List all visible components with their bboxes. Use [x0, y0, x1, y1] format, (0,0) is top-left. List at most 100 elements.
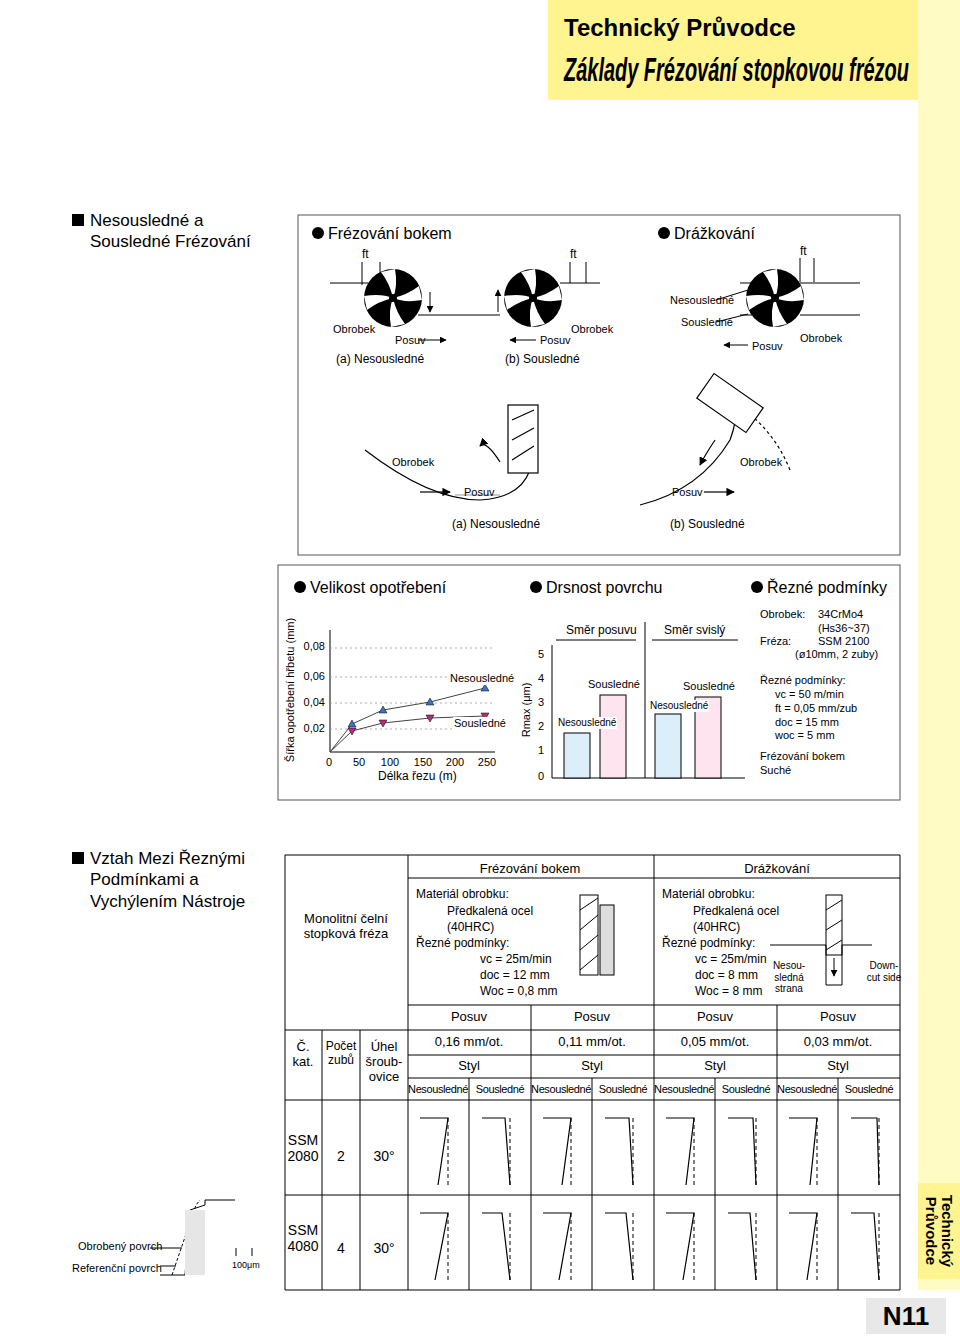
- label-text: Počet zubů: [323, 1040, 359, 1068]
- label-text: Frézování bokem: [328, 224, 452, 244]
- legend-text: Referenční povrch: [72, 1262, 162, 1275]
- label-text: 0: [538, 770, 544, 783]
- label-text: Posuv: [540, 334, 571, 347]
- label-text: Fréza:: [760, 635, 791, 648]
- label-text: Šířka opotřebení hřbetu (mm): [284, 618, 297, 762]
- label-text: Sousledné: [453, 717, 507, 730]
- label-text: Posuv: [697, 1010, 733, 1025]
- label-text: 30°: [373, 1240, 394, 1256]
- label-text: Nesousledné: [777, 1083, 837, 1096]
- label-text: SSM 2100: [818, 635, 869, 648]
- label-text: Nesousledné: [449, 672, 515, 685]
- label-text: 2: [538, 720, 544, 733]
- label-text: (a) Nesousledné: [336, 353, 424, 367]
- label-text: ft = 0,05 mm/zub: [775, 702, 857, 715]
- label-text: (ø10mm, 2 zuby): [795, 648, 878, 661]
- label-text: Posuv: [451, 1010, 487, 1025]
- label-text: 0,11 mm/ot.: [558, 1035, 626, 1050]
- label-text: Délka řezu (m): [378, 770, 457, 784]
- label-text: Posuv: [752, 340, 783, 353]
- label-text: Styl: [458, 1059, 480, 1074]
- label-text: SSM 4080: [284, 1222, 322, 1254]
- label-text: ft: [570, 248, 577, 262]
- label-text: Drážkování: [674, 224, 755, 244]
- label-text: (40HRC): [693, 921, 740, 935]
- label-text: Předkalená ocel: [693, 905, 779, 919]
- label-text: Posuv: [395, 334, 426, 347]
- label-text: (40HRC): [447, 921, 494, 935]
- label-text: Sousledné: [845, 1083, 893, 1096]
- label-text: Nesousledné: [531, 1083, 591, 1096]
- label-text: Nesousledné: [649, 700, 709, 712]
- label-text: vc = 50 m/min: [775, 688, 844, 701]
- label-text: Rmax (μm): [520, 683, 533, 738]
- label-text: woc = 5 mm: [775, 729, 835, 742]
- label-text: Woc = 0,8 mm: [480, 985, 557, 999]
- label-text: 200: [446, 756, 464, 769]
- label-text: ft: [800, 245, 807, 259]
- label-text: 5: [538, 648, 544, 661]
- label-text: vc = 25m/min: [695, 953, 767, 967]
- label-text: 1: [538, 744, 544, 757]
- label-text: Nesousledné: [557, 717, 617, 729]
- label-text: Obrobek:: [760, 608, 805, 621]
- label-text: Drsnost povrchu: [546, 578, 663, 598]
- label-text: Nesousledné: [670, 294, 734, 307]
- label-text: 0,06: [304, 670, 325, 683]
- label-text: Styl: [581, 1059, 603, 1074]
- label-text: 4: [538, 672, 544, 685]
- node-text: Technický Průvodce: [564, 14, 796, 42]
- label-text: Úhel šroub- ovice: [361, 1040, 407, 1085]
- node-text: Technický Průvodce: [923, 1185, 955, 1277]
- label-text: 0,05 mm/ot.: [681, 1035, 750, 1050]
- label-text: 0,04: [304, 696, 325, 709]
- label-text: 250: [478, 756, 496, 769]
- label-text: Posuv: [464, 486, 495, 499]
- label-text: Frézování bokem: [760, 750, 845, 763]
- label-text: 0,02: [304, 722, 325, 735]
- label-text: Drážkování: [744, 862, 810, 877]
- label-text: (b) Sousledné: [505, 353, 580, 367]
- label-text: Posuv: [574, 1010, 610, 1025]
- label-text: Obrobek: [740, 456, 782, 469]
- label-text: Monolitní čelní stopková fréza: [296, 912, 396, 942]
- label-text: Sousledné: [722, 1083, 770, 1096]
- label-text: Obrobek: [800, 332, 842, 345]
- label-text: doc = 8 mm: [695, 969, 758, 983]
- label-text: Sousledné: [476, 1083, 524, 1096]
- label-text: Sousledné: [683, 680, 735, 693]
- node-text: Základy Frézování stopkovou frézou: [564, 50, 909, 89]
- label-text: Down- cut side: [866, 960, 902, 983]
- legend-text: Obrobený povrch: [78, 1240, 162, 1253]
- label-text: (Hs36~37): [818, 622, 870, 635]
- label-text: Obrobek: [392, 456, 434, 469]
- label-text: Woc = 8 mm: [695, 985, 762, 999]
- header-band: Technický PrůvodceZáklady Frézování stop…: [548, 0, 918, 100]
- label-text: Posuv: [820, 1010, 856, 1025]
- label-text: 100μm: [232, 1260, 260, 1270]
- label-text: 30°: [373, 1148, 394, 1164]
- label-text: 2: [337, 1148, 345, 1164]
- label-text: 0,08: [304, 640, 325, 653]
- deflection-profiles: [420, 1118, 879, 1280]
- label-text: vc = 25m/min: [480, 953, 552, 967]
- label-text: Sousledné: [599, 1083, 647, 1096]
- label-text: 0: [326, 756, 332, 769]
- label-text: ft: [362, 248, 369, 262]
- page-number: N11: [866, 1298, 946, 1334]
- label-text: SSM 2080: [284, 1132, 322, 1164]
- label-text: Vztah Mezi Řeznými Podmínkami a Vychýlen…: [90, 848, 275, 912]
- label-text: 0,03 mm/ot.: [804, 1035, 873, 1050]
- label-text: Řezné podmínky:: [760, 674, 846, 687]
- label-text: Obrobek: [571, 323, 613, 336]
- label-text: (b) Sousledné: [670, 518, 745, 532]
- label-text: Směr svislý: [664, 624, 725, 638]
- label-text: Styl: [827, 1059, 849, 1074]
- label-text: Materiál obrobku:: [416, 888, 509, 902]
- label-text: Předkalená ocel: [447, 905, 533, 919]
- label-text: Směr posuvu: [566, 624, 637, 638]
- label-text: 0,16 mm/ot.: [435, 1035, 504, 1050]
- label-text: 3: [538, 696, 544, 709]
